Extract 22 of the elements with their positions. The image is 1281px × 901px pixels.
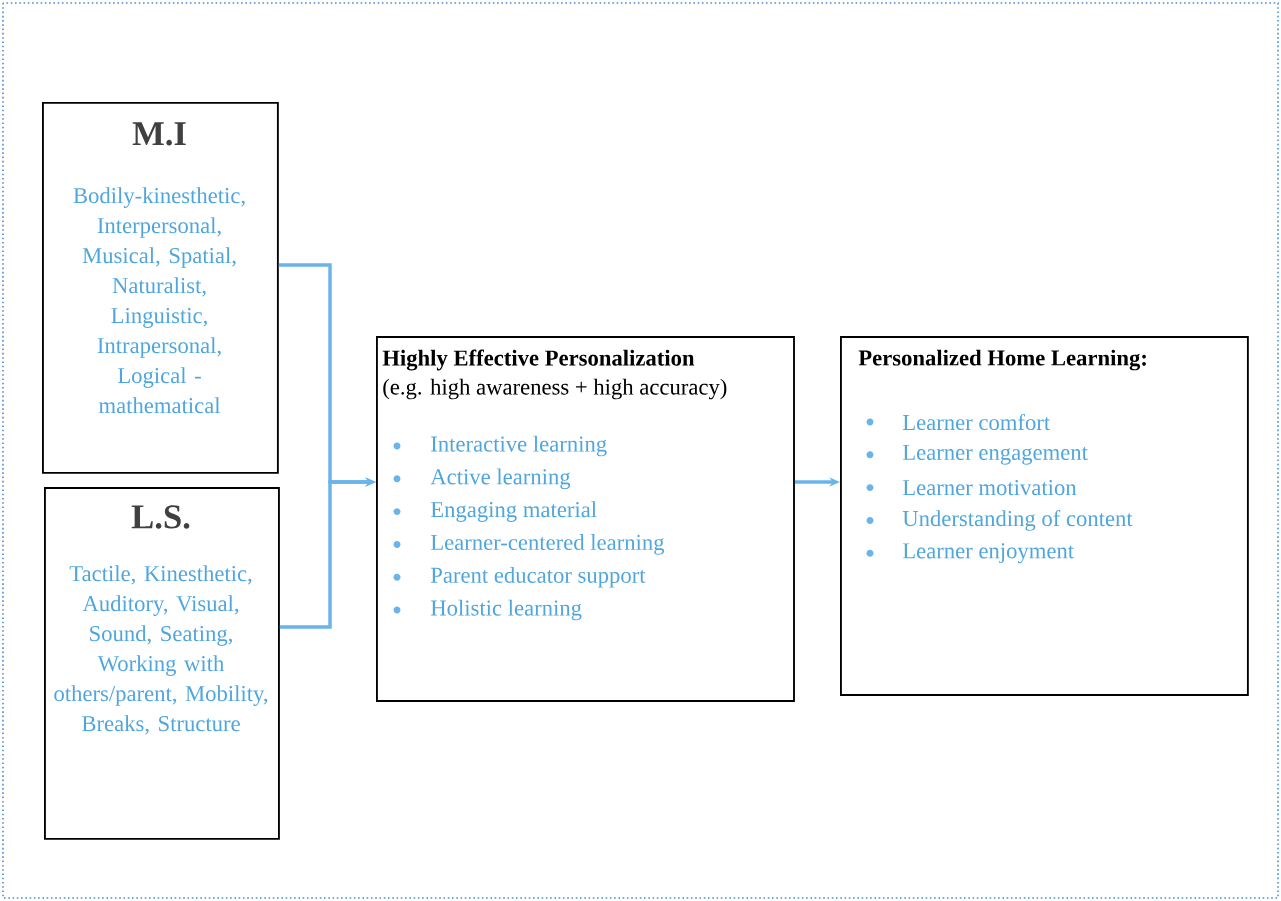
text-box (42, 102, 279, 474)
bullet-item: Learner comfort (866, 413, 1051, 431)
bullet-item: Active learning (393, 468, 571, 490)
bullet-item: Interactive learning (393, 435, 607, 457)
text-box (376, 336, 795, 702)
box-heading: Highly Effective Personalization (382, 349, 695, 371)
box-text: Tactile, Kinesthetic, Auditory, Visual, Sound, Seating, Working with others/parent, Mobility, Breaks, Structure (54, 565, 268, 735)
bullet-item: Parent educator support (393, 566, 646, 588)
text-box (840, 336, 1249, 696)
bullet-item: Holistic learning (393, 599, 582, 621)
bullet-item: Understanding of content (866, 510, 1133, 531)
text-box (44, 487, 280, 840)
bullet-item: Learner motivation (866, 480, 1077, 496)
bullet-item: Learner-centered learning (393, 534, 665, 555)
bullet-item: Learner enjoyment (866, 543, 1074, 564)
box-heading: Personalized Home Learning: (858, 349, 1146, 371)
box-text: Bodily-kinesthetic, Interpersonal, Musical, Spatial, Naturalist, Linguistic, Intrapersonal, Logical - mathematical (73, 187, 245, 414)
bullet-item: Learner engagement (866, 444, 1088, 465)
box-subtitle: (e.g. high awareness + high accuracy) (383, 378, 727, 400)
box-heading: M.I (132, 122, 186, 146)
box-heading: L.S. (131, 505, 190, 529)
bullet-item: Engaging material (393, 501, 597, 522)
